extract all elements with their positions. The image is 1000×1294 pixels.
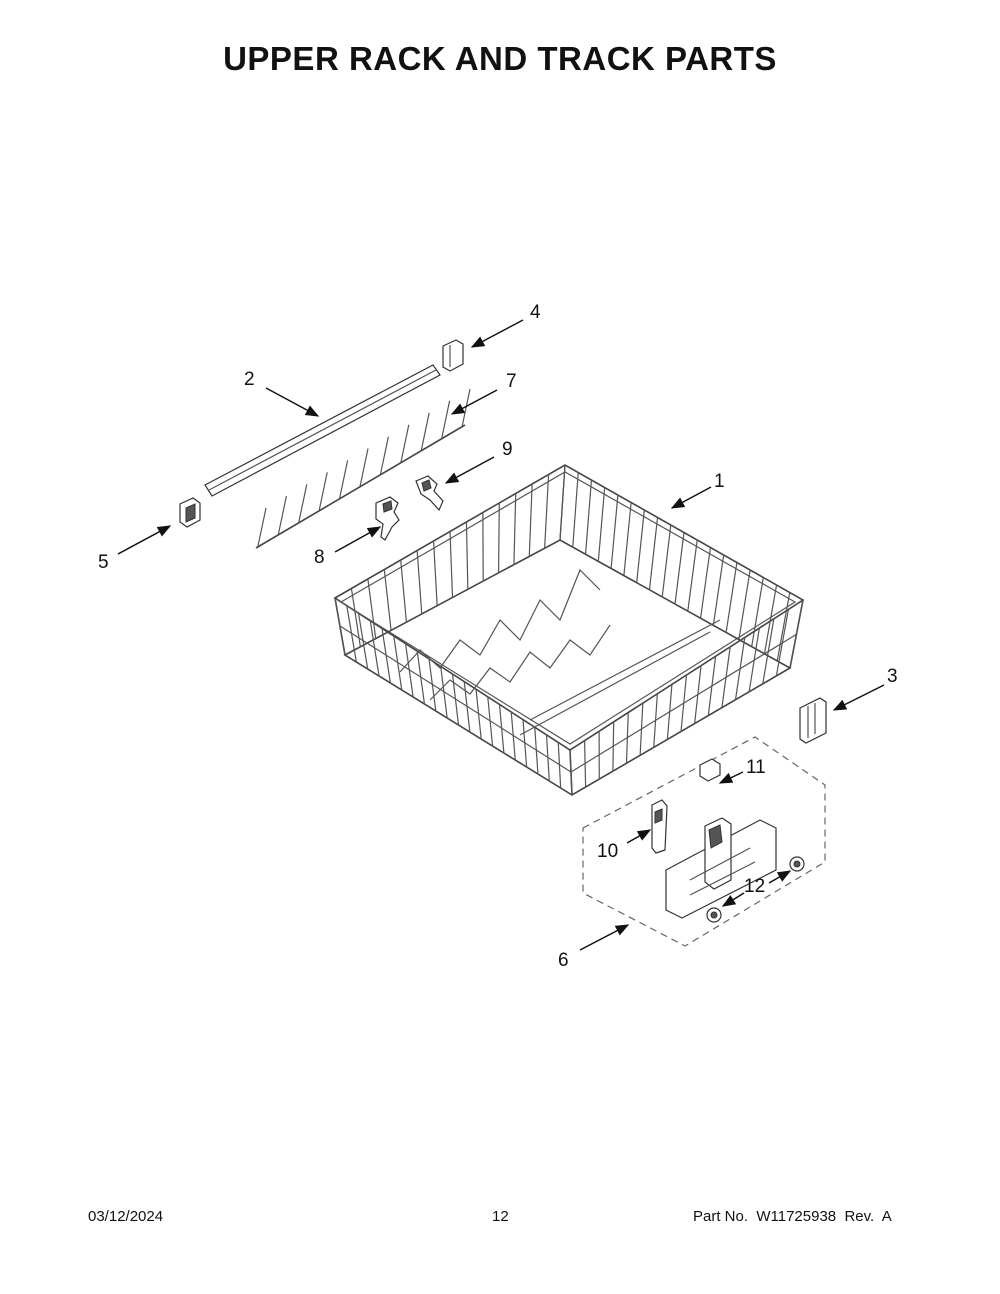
- tine-wire: [420, 412, 430, 451]
- rack-wire: [610, 494, 619, 569]
- rack-wire: [544, 474, 550, 549]
- tine-wire: [298, 484, 308, 523]
- front-track-stop-part: [179, 497, 201, 528]
- callout-5: 5: [98, 552, 109, 573]
- rack-wire: [763, 584, 778, 654]
- rack-wire: [661, 524, 672, 597]
- arrow-12b: [721, 892, 745, 907]
- track-rail-part: [204, 364, 441, 497]
- rack-wire: [350, 588, 361, 647]
- arrow-5: [117, 525, 172, 555]
- rack-wire: [513, 493, 517, 565]
- clip-part-8: [375, 496, 400, 541]
- upper-rack-basket-part: [333, 464, 805, 796]
- tine-wire: [257, 507, 267, 547]
- rack-wire: [367, 578, 377, 639]
- tine-wire: [359, 448, 369, 487]
- rack-wire: [528, 483, 533, 557]
- callout-3: 3: [887, 666, 898, 687]
- footer-page-number: 12: [492, 1208, 509, 1225]
- callout-4: 4: [530, 302, 541, 323]
- rack-adjuster-cover-part: [799, 697, 827, 744]
- rack-wire: [687, 539, 698, 612]
- callout-12: 12: [744, 876, 766, 897]
- footer-part-number: Part No. W11725938 Rev. A: [693, 1208, 892, 1225]
- tine-wire: [277, 495, 287, 535]
- rack-wire: [497, 502, 500, 573]
- arrow-6: [579, 924, 630, 951]
- callout-6: 6: [558, 950, 569, 971]
- rack-wire: [449, 531, 454, 598]
- arrow-4: [470, 319, 524, 348]
- arrow-8: [334, 526, 382, 553]
- tine-wire: [461, 388, 471, 428]
- rack-wire: [776, 592, 791, 661]
- rack-wire: [400, 559, 408, 623]
- rack-wire: [623, 502, 632, 576]
- rack-wire: [570, 633, 798, 773]
- rack-wire: [339, 625, 572, 773]
- rack-wire: [751, 577, 764, 647]
- callout-1: 1: [714, 471, 725, 492]
- callout-11: 11: [746, 757, 766, 778]
- rack-wire: [465, 521, 469, 590]
- rack-wire: [712, 554, 725, 626]
- arrow-7: [450, 389, 498, 415]
- rack-wire: [559, 464, 566, 541]
- tine-wire: [379, 436, 389, 475]
- rear-track-stop-part: [442, 339, 464, 372]
- rack-wire: [569, 749, 573, 796]
- arrow-10: [626, 829, 652, 844]
- rack-wire: [432, 540, 438, 606]
- tine-wire: [318, 472, 328, 511]
- rack-wire: [725, 562, 738, 633]
- tine-wire: [400, 424, 410, 463]
- rack-wire: [738, 569, 751, 640]
- rack-wire: [383, 569, 392, 631]
- rack-wire: [572, 472, 579, 548]
- callout-9: 9: [502, 439, 513, 460]
- rack-wire: [636, 509, 645, 583]
- callout-7: 7: [506, 371, 517, 392]
- page-title: UPPER RACK AND TRACK PARTS: [223, 40, 777, 77]
- rack-wire: [648, 517, 659, 590]
- arrow-3: [832, 684, 885, 711]
- callout-8: 8: [314, 547, 325, 568]
- callout-2: 2: [244, 369, 255, 390]
- rack-wire: [584, 479, 593, 555]
- rack-wire: [416, 550, 423, 614]
- arrow-1: [670, 486, 712, 509]
- tine-row-part: [255, 388, 471, 549]
- tine-wire: [441, 400, 451, 440]
- arrow-2: [265, 387, 320, 417]
- callout-arrows: [117, 319, 885, 951]
- rack-wire: [597, 487, 606, 562]
- rack-wire: [674, 532, 685, 605]
- adjuster-assembly-group: [582, 736, 826, 947]
- arrow-12a: [768, 870, 792, 884]
- arrow-11: [718, 771, 744, 784]
- clip-part-9: [415, 475, 444, 512]
- footer-date: 03/12/2024: [88, 1208, 164, 1225]
- rack-wire: [699, 547, 712, 619]
- arrow-9: [444, 456, 495, 484]
- callout-10: 10: [597, 841, 619, 862]
- tine-wire: [339, 460, 349, 499]
